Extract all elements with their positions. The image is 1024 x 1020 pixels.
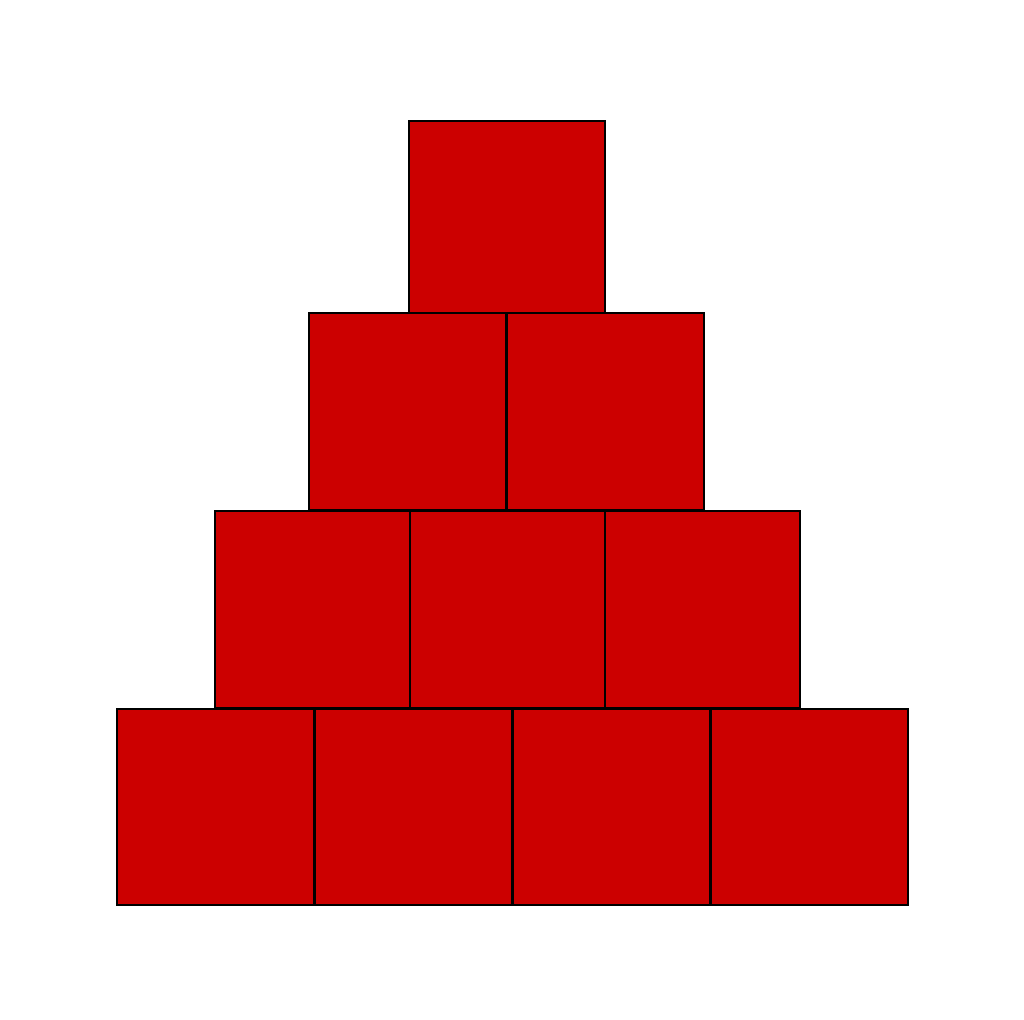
pyramid-block-row2-1 bbox=[308, 312, 507, 511]
pyramid-block-row1-1 bbox=[408, 120, 606, 314]
pyramid-block-row2-2 bbox=[506, 312, 705, 511]
pyramid-block-row4-2 bbox=[314, 708, 513, 906]
pyramid-block-row4-3 bbox=[512, 708, 711, 906]
pyramid-block-row3-3 bbox=[604, 510, 801, 709]
pyramid-block-row3-2 bbox=[409, 510, 606, 709]
pyramid-block-row3-1 bbox=[214, 510, 411, 709]
pyramid-block-row4-1 bbox=[116, 708, 315, 906]
blocks-layer bbox=[116, 120, 909, 906]
pyramid-block-row4-4 bbox=[710, 708, 909, 906]
